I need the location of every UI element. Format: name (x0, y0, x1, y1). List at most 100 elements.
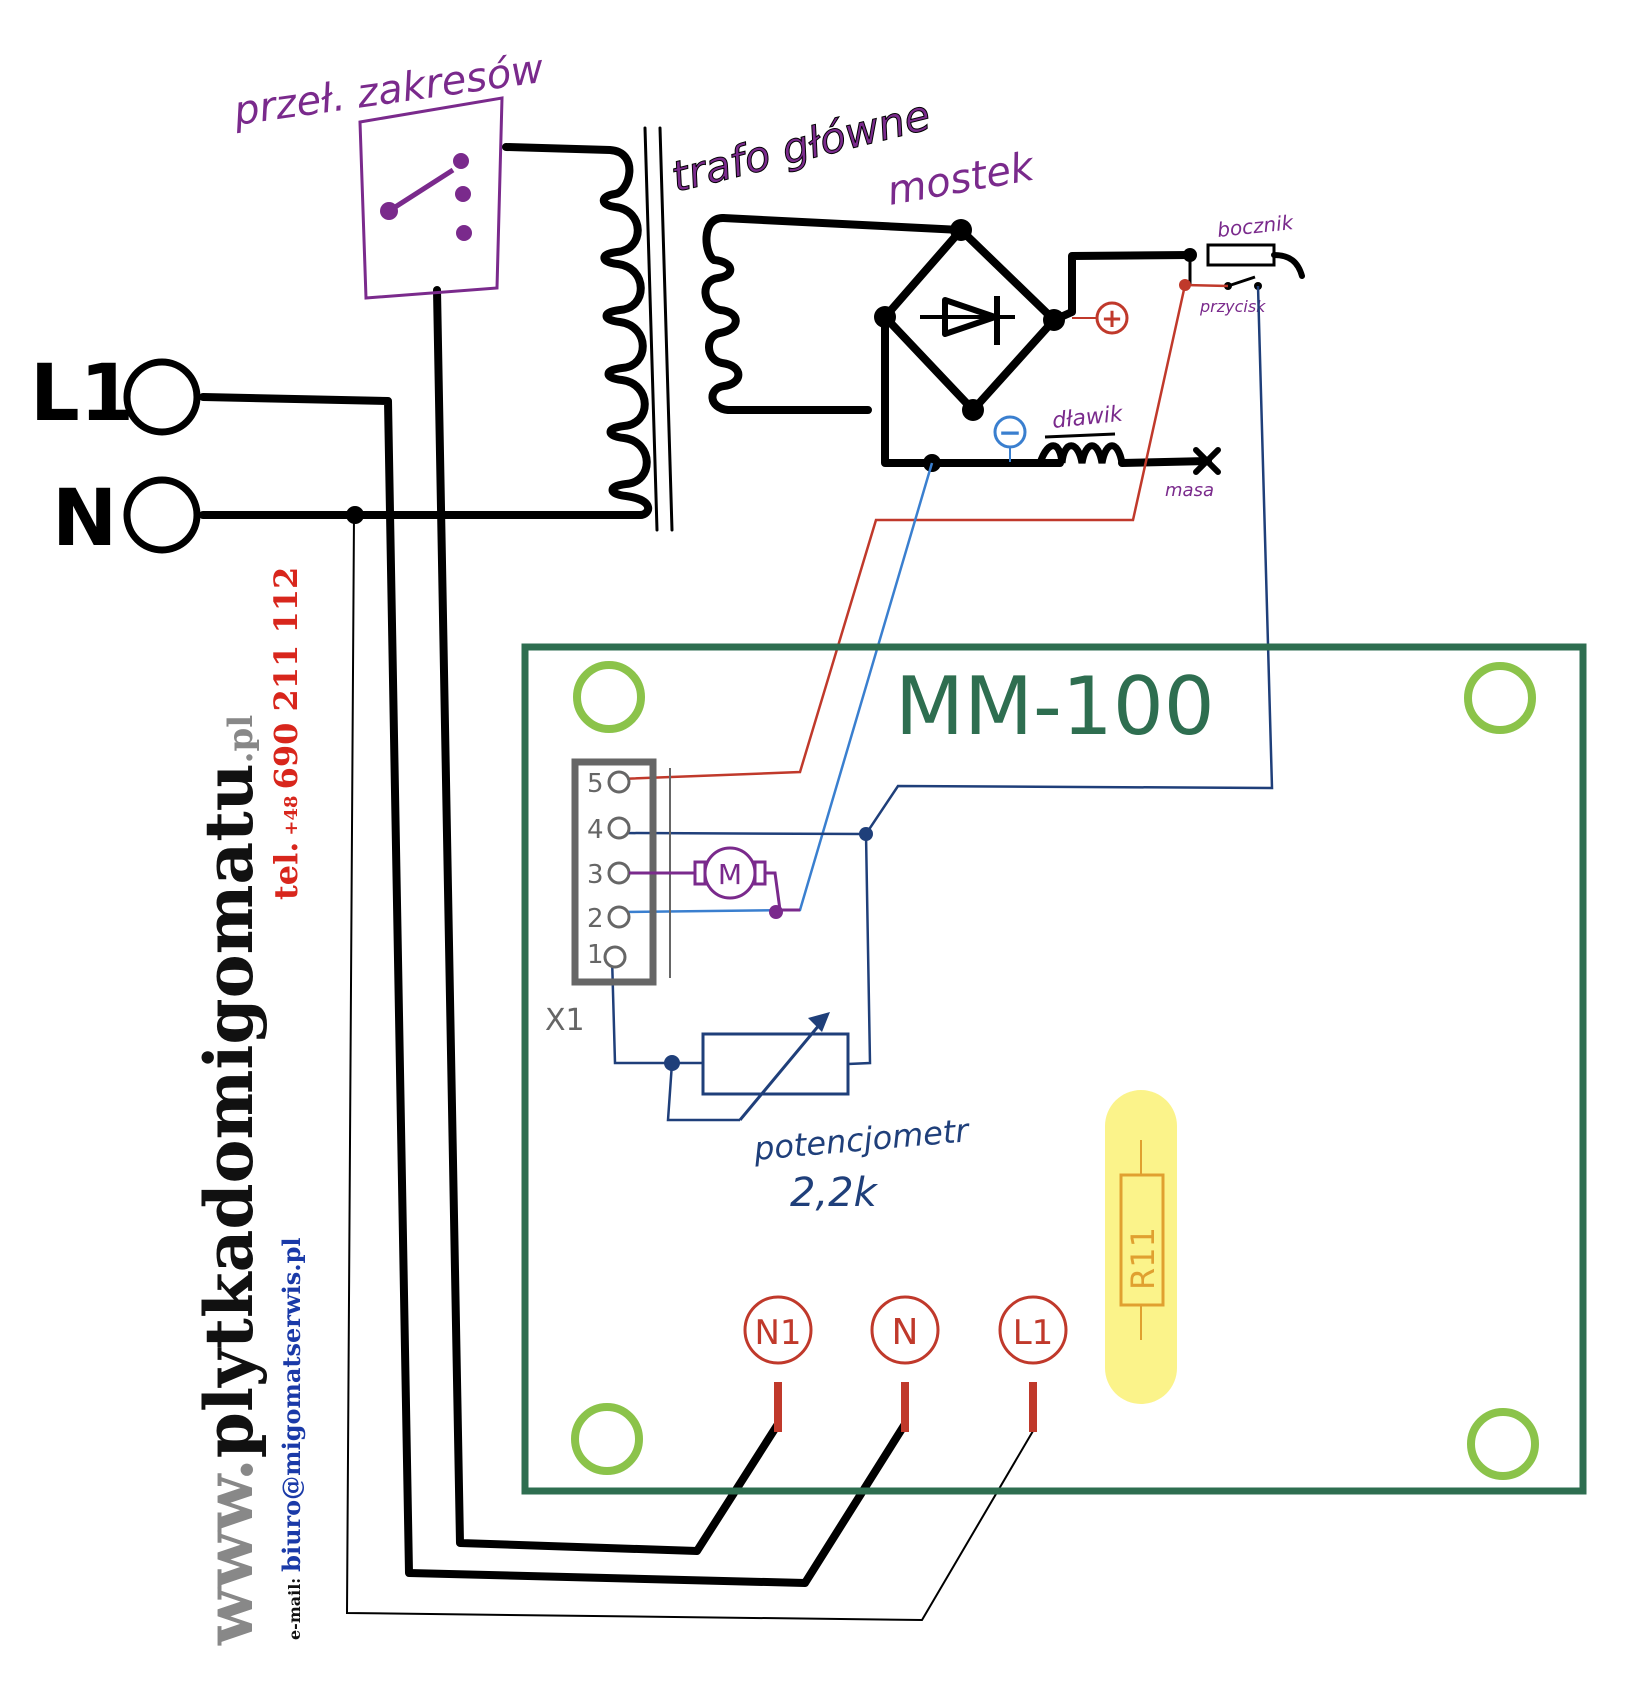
connector-pin-5: 5 (587, 769, 631, 799)
pin-4-number: 4 (587, 815, 604, 845)
range-switch-contact-3 (456, 225, 472, 241)
watermark-site: www.plytkadomigomatu.pl (190, 715, 268, 1646)
terminal-l1-board-label: L1 (1013, 1313, 1054, 1353)
red-wire (619, 283, 1229, 781)
watermark-tel-number: 690 211 112 (267, 567, 305, 790)
motor-label: M (718, 858, 742, 891)
choke-wiring (1118, 457, 1212, 467)
connector-x1: X1 5 4 3 2 1 (545, 758, 671, 1038)
watermark-email-address: biuro@migomatserwis.pl (277, 1238, 306, 1572)
motor: M (629, 846, 800, 919)
ground-terminal: masa (1165, 447, 1221, 501)
choke-label: dławik (1051, 402, 1125, 434)
transformer-core-1 (643, 126, 659, 532)
board-outline (521, 643, 1587, 1495)
terminal-n-board-ring (870, 1295, 940, 1365)
watermark-tel-label: tel. (267, 842, 305, 900)
board-terminal-n1: N1 (743, 1295, 813, 1432)
watermark-tel-prefix: +48 (281, 795, 302, 835)
transformer-core-2 (658, 126, 674, 532)
terminal-n-ring (123, 476, 201, 554)
range-switch-contact-2 (455, 186, 471, 202)
potentiometer-arrow-shaft (738, 1017, 827, 1121)
plus-sign: + (1101, 304, 1123, 334)
mount-hole-tr (1464, 662, 1536, 734)
connector-x1-label: X1 (545, 1003, 585, 1038)
watermark-email-label: e-mail: (285, 1578, 304, 1640)
bridge-label: mostek (884, 144, 1039, 215)
resistor-highlight (1105, 1090, 1177, 1404)
potentiometer-junction (664, 1055, 680, 1071)
terminal-n-board-label: N (892, 1312, 919, 1353)
range-switch: przeł. zakresów (230, 46, 547, 300)
transformer-secondary (701, 214, 872, 414)
terminal-l1: L1 (30, 349, 201, 439)
watermark-email: e-mail: biuro@migomatserwis.pl (277, 1238, 306, 1641)
connector-pin-1: 1 (587, 940, 627, 970)
mount-hole-bl (571, 1403, 643, 1475)
control-wiring (610, 283, 1274, 1122)
shunt-lead (1271, 252, 1305, 279)
potentiometer: potencjometr 2,2k (664, 827, 972, 1216)
board-terminal-n: N (870, 1295, 940, 1432)
minus-sign: − (998, 416, 1021, 449)
choke-coil-icon (1036, 442, 1126, 465)
terminal-n-label: N (52, 474, 117, 564)
red-junction (1179, 279, 1191, 291)
watermark-site-suffix: .pl (221, 715, 261, 764)
transformer-primary (502, 143, 652, 519)
plus-marker: + (1072, 301, 1129, 335)
terminal-l1-ring (123, 358, 201, 436)
bridge-diamond (881, 226, 1058, 414)
potentiometer-value: 2,2k (790, 1170, 879, 1216)
terminal-l1-label: L1 (30, 349, 134, 439)
potentiometer-arrow-head (808, 1012, 830, 1032)
torch-button: przycisk (1188, 255, 1266, 316)
connector-pin-2: 2 (587, 904, 631, 934)
pin-1-hole (603, 945, 627, 969)
range-switch-contact-1 (453, 153, 469, 169)
resistor-label: R11 (1124, 1227, 1162, 1290)
pin-3-hole (607, 861, 631, 885)
mount-hole-br (1467, 1408, 1539, 1480)
control-board: MM-100 X1 5 4 3 2 (521, 643, 1587, 1495)
connector-pin-4: 4 (587, 815, 631, 845)
blue-wire (619, 462, 934, 914)
pin-4-hole (607, 816, 631, 840)
pin-2-number: 2 (587, 904, 604, 934)
terminal-n: N (52, 474, 201, 564)
terminal-n1-label: N1 (754, 1313, 801, 1353)
range-switch-pivot (380, 202, 398, 220)
connector-pin-3: 3 (587, 860, 631, 890)
potentiometer-body-icon (701, 1032, 850, 1096)
pin-3-number: 3 (587, 860, 604, 890)
minus-marker: − (993, 415, 1027, 462)
pin-5-hole (607, 770, 631, 794)
junction-n (346, 506, 364, 524)
thin-wire-n-to-l1 (345, 514, 1034, 1622)
bridge-wiring (719, 214, 1194, 467)
button-label: przycisk (1199, 297, 1266, 316)
pin-2-hole (607, 905, 631, 929)
shunt-resistor-icon (1206, 243, 1276, 267)
motor-wiring (629, 871, 800, 912)
mains-wiring (199, 286, 909, 1587)
bridge-node-bottom (962, 399, 984, 421)
main-transformer: trafo główne (502, 90, 936, 532)
ground-x-icon (1193, 447, 1221, 475)
watermark-tel: tel. +48 690 211 112 (267, 567, 305, 900)
watermark: www.plytkadomigomatu.pl tel. +48 690 211 1… (190, 567, 306, 1646)
motor-junction (769, 905, 783, 919)
range-switch-blade (387, 167, 455, 214)
navy-wire (610, 285, 1274, 1122)
ground-label: masa (1165, 480, 1214, 501)
resistor-r11: R11 (1105, 1090, 1177, 1404)
choke: dławik (1036, 402, 1212, 467)
range-switch-label: przeł. zakresów (230, 46, 547, 135)
choke-bar (1044, 432, 1116, 439)
mount-hole-tl (573, 661, 645, 733)
potentiometer-label: potencjometr (751, 1111, 971, 1168)
board-title: MM-100 (895, 660, 1215, 753)
watermark-site-main: plytkadomigomatu (190, 763, 268, 1458)
